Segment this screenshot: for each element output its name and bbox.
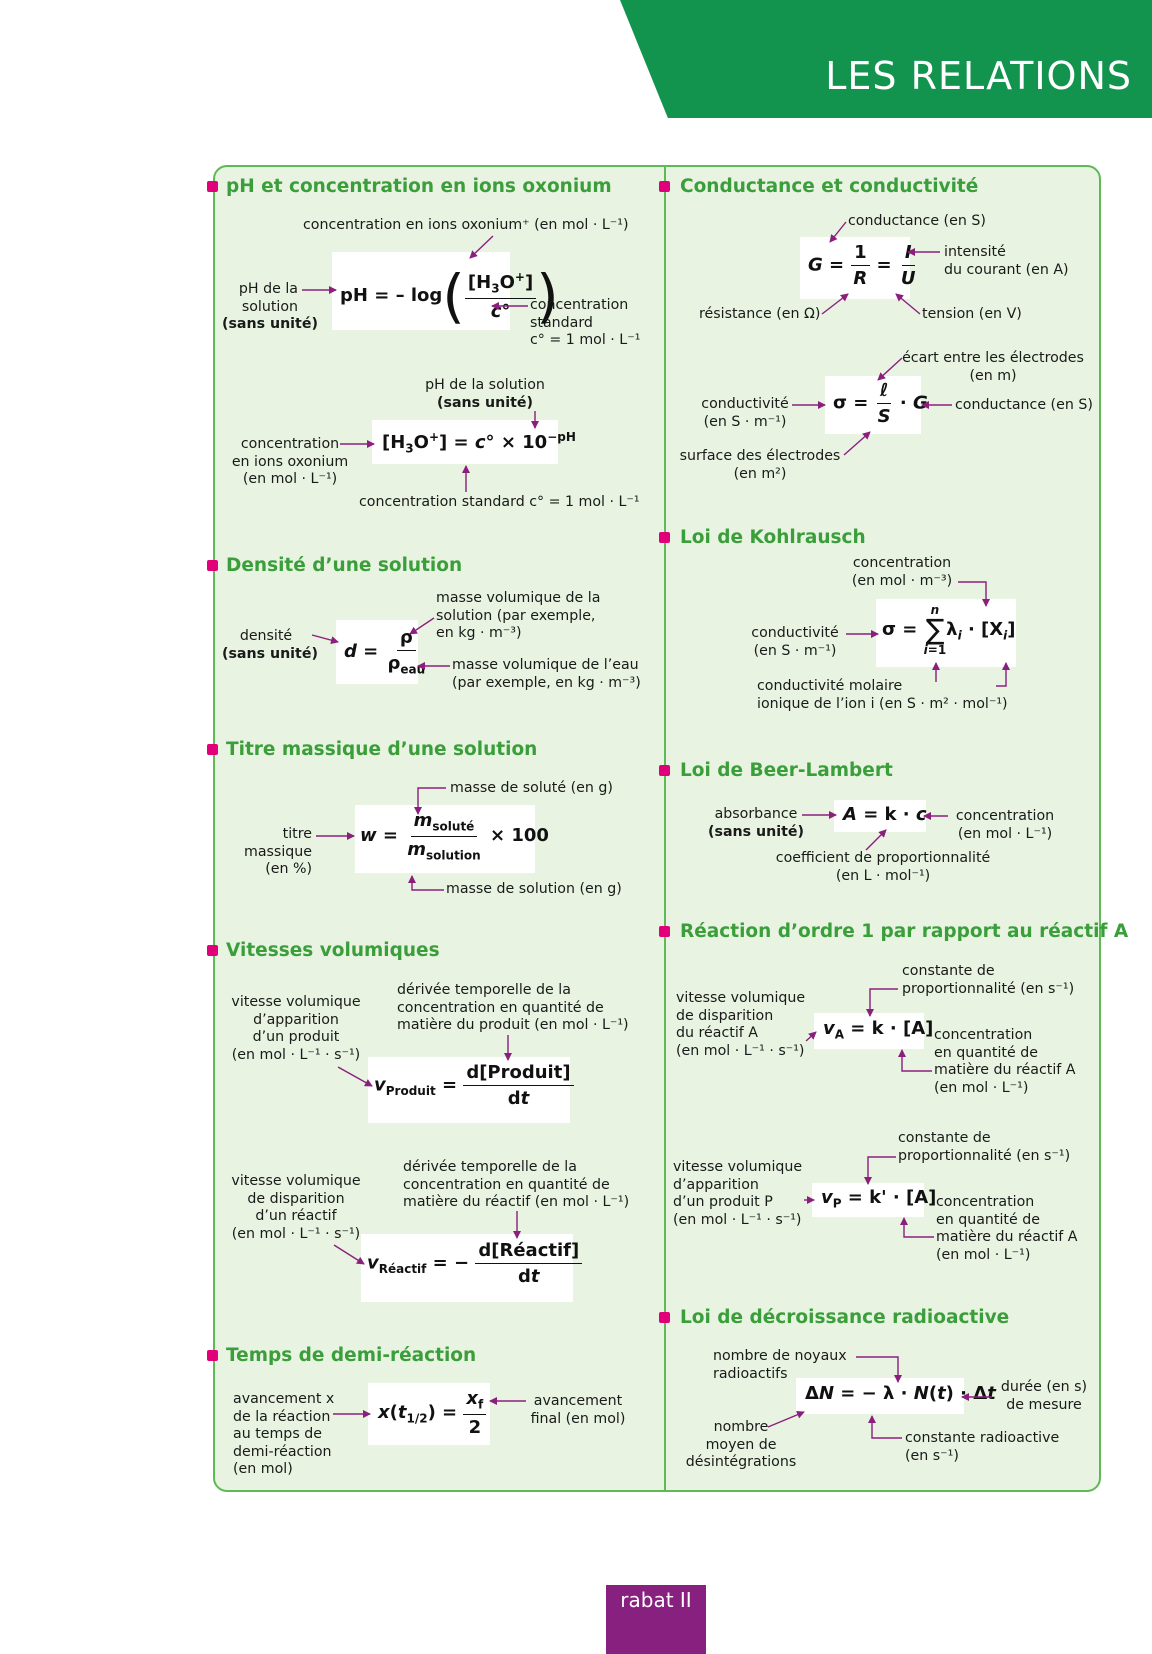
beer-formula-box (834, 800, 926, 832)
kohl-top-label: concentration(en mol · m⁻³) (851, 555, 953, 589)
cond2-right-label: conductance (en S) (955, 397, 1093, 413)
cond2-formula-box (825, 376, 921, 434)
beer-bottom-label: coefficient de proportionnalité(en L · m… (775, 850, 991, 884)
section-title-ordre1: Réaction d’ordre 1 par rapport au réacti… (680, 921, 1129, 942)
beer-right-label: concentration(en mol · L⁻¹) (955, 808, 1055, 842)
ord1-formula-box (814, 1013, 924, 1049)
page-title: LES RELATIONS (825, 54, 1132, 98)
ph1-formula: pH = – log([H3O+]c°) (340, 262, 559, 330)
beer-left-label: absorbance(sans unité) (708, 806, 804, 840)
ph2-bottom-label: concentration standard c° = 1 mol · L⁻¹ (359, 494, 640, 510)
cond2-left-label: conductivité(en S · m⁻¹) (701, 396, 789, 430)
cond2-top-label: écart entre les électrodes(en m) (902, 350, 1084, 384)
cond1-left-label: résistance (en Ω) (699, 306, 821, 322)
footer-tab (606, 1585, 706, 1654)
vit2-formula: vRéactif = − d[Réactif]dt (367, 1240, 583, 1287)
section-title-conductance: Conductance et conductivité (680, 176, 979, 197)
section-bullet (207, 1350, 218, 1361)
section-title-kohlrausch: Loi de Kohlrausch (680, 527, 866, 548)
section-title-demi: Temps de demi-réaction (226, 1345, 477, 1366)
ph2-formula: [H3O+] = c° × 10−pH (382, 430, 576, 456)
cond1-formula-box (800, 237, 910, 299)
section-bullet (207, 744, 218, 755)
ph1-top-label: concentration en ions oxonium⁺ (en mol ·… (303, 217, 629, 233)
header-banner (620, 0, 1152, 118)
titre-formula-box (355, 805, 535, 873)
footer-label: rabat II (620, 1588, 692, 1612)
radio-formula: ΔN = − λ · N(t) · Δt (805, 1383, 996, 1404)
beer-formula: A = k · c (843, 804, 927, 825)
vit1-formula: vProduit = d[Produit]dt (374, 1062, 574, 1109)
section-bullet (207, 181, 218, 192)
densite-left-label: densité(sans unité) (222, 628, 318, 662)
titre-top-label: masse de soluté (en g) (450, 780, 613, 796)
section-title-densite: Densité d’une solution (226, 555, 463, 576)
ph1-formula-box (332, 252, 510, 330)
ord2-formula: vP = k' · [A] (821, 1187, 937, 1211)
densite-formula-box (336, 620, 418, 684)
cond1-top-label: conductance (en S) (848, 213, 986, 229)
kohl-left-label: conductivité(en S · m⁻¹) (751, 625, 839, 659)
section-title-titre: Titre massique d’une solution (226, 739, 538, 760)
ph2-top-label: pH de la solution(sans unité) (425, 377, 545, 411)
vit2-formula-box (361, 1234, 573, 1302)
cond1-bottom-label: tension (en V) (922, 306, 1022, 322)
section-title-radio: Loi de décroissance radioactive (680, 1307, 1010, 1328)
section-bullet (207, 945, 218, 956)
kohl-formula-box (876, 599, 1016, 667)
section-bullet (659, 181, 670, 192)
radio-bottom-label: constante radioactive(en s⁻¹) (905, 1430, 1060, 1464)
titre-bottom-label: masse de solution (en g) (446, 881, 622, 897)
section-bullet (659, 765, 670, 776)
vit1-formula-box (368, 1057, 570, 1123)
section-title-vitesses: Vitesses volumiques (226, 940, 440, 961)
section-title-ph: pH et concentration en ions oxonium (226, 176, 612, 197)
section-bullet (207, 560, 218, 571)
section-bullet (659, 1312, 670, 1323)
section-title-beer: Loi de Beer-Lambert (680, 760, 893, 781)
ord2-formula-box (812, 1183, 924, 1217)
radio-right-label: durée (en s)de mesure (1000, 1379, 1088, 1413)
section-bullet (659, 926, 670, 937)
ph2-formula-box (372, 420, 558, 464)
section-bullet (659, 532, 670, 543)
radio-formula-box (796, 1378, 964, 1414)
ord1-formula: vA = k · [A] (823, 1018, 934, 1042)
densite-right-label: masse volumique de l’eau(par exemple, en… (452, 657, 641, 691)
column-divider (664, 165, 666, 1492)
cond2-bottom-label: surface des électrodes(en m²) (679, 448, 841, 482)
